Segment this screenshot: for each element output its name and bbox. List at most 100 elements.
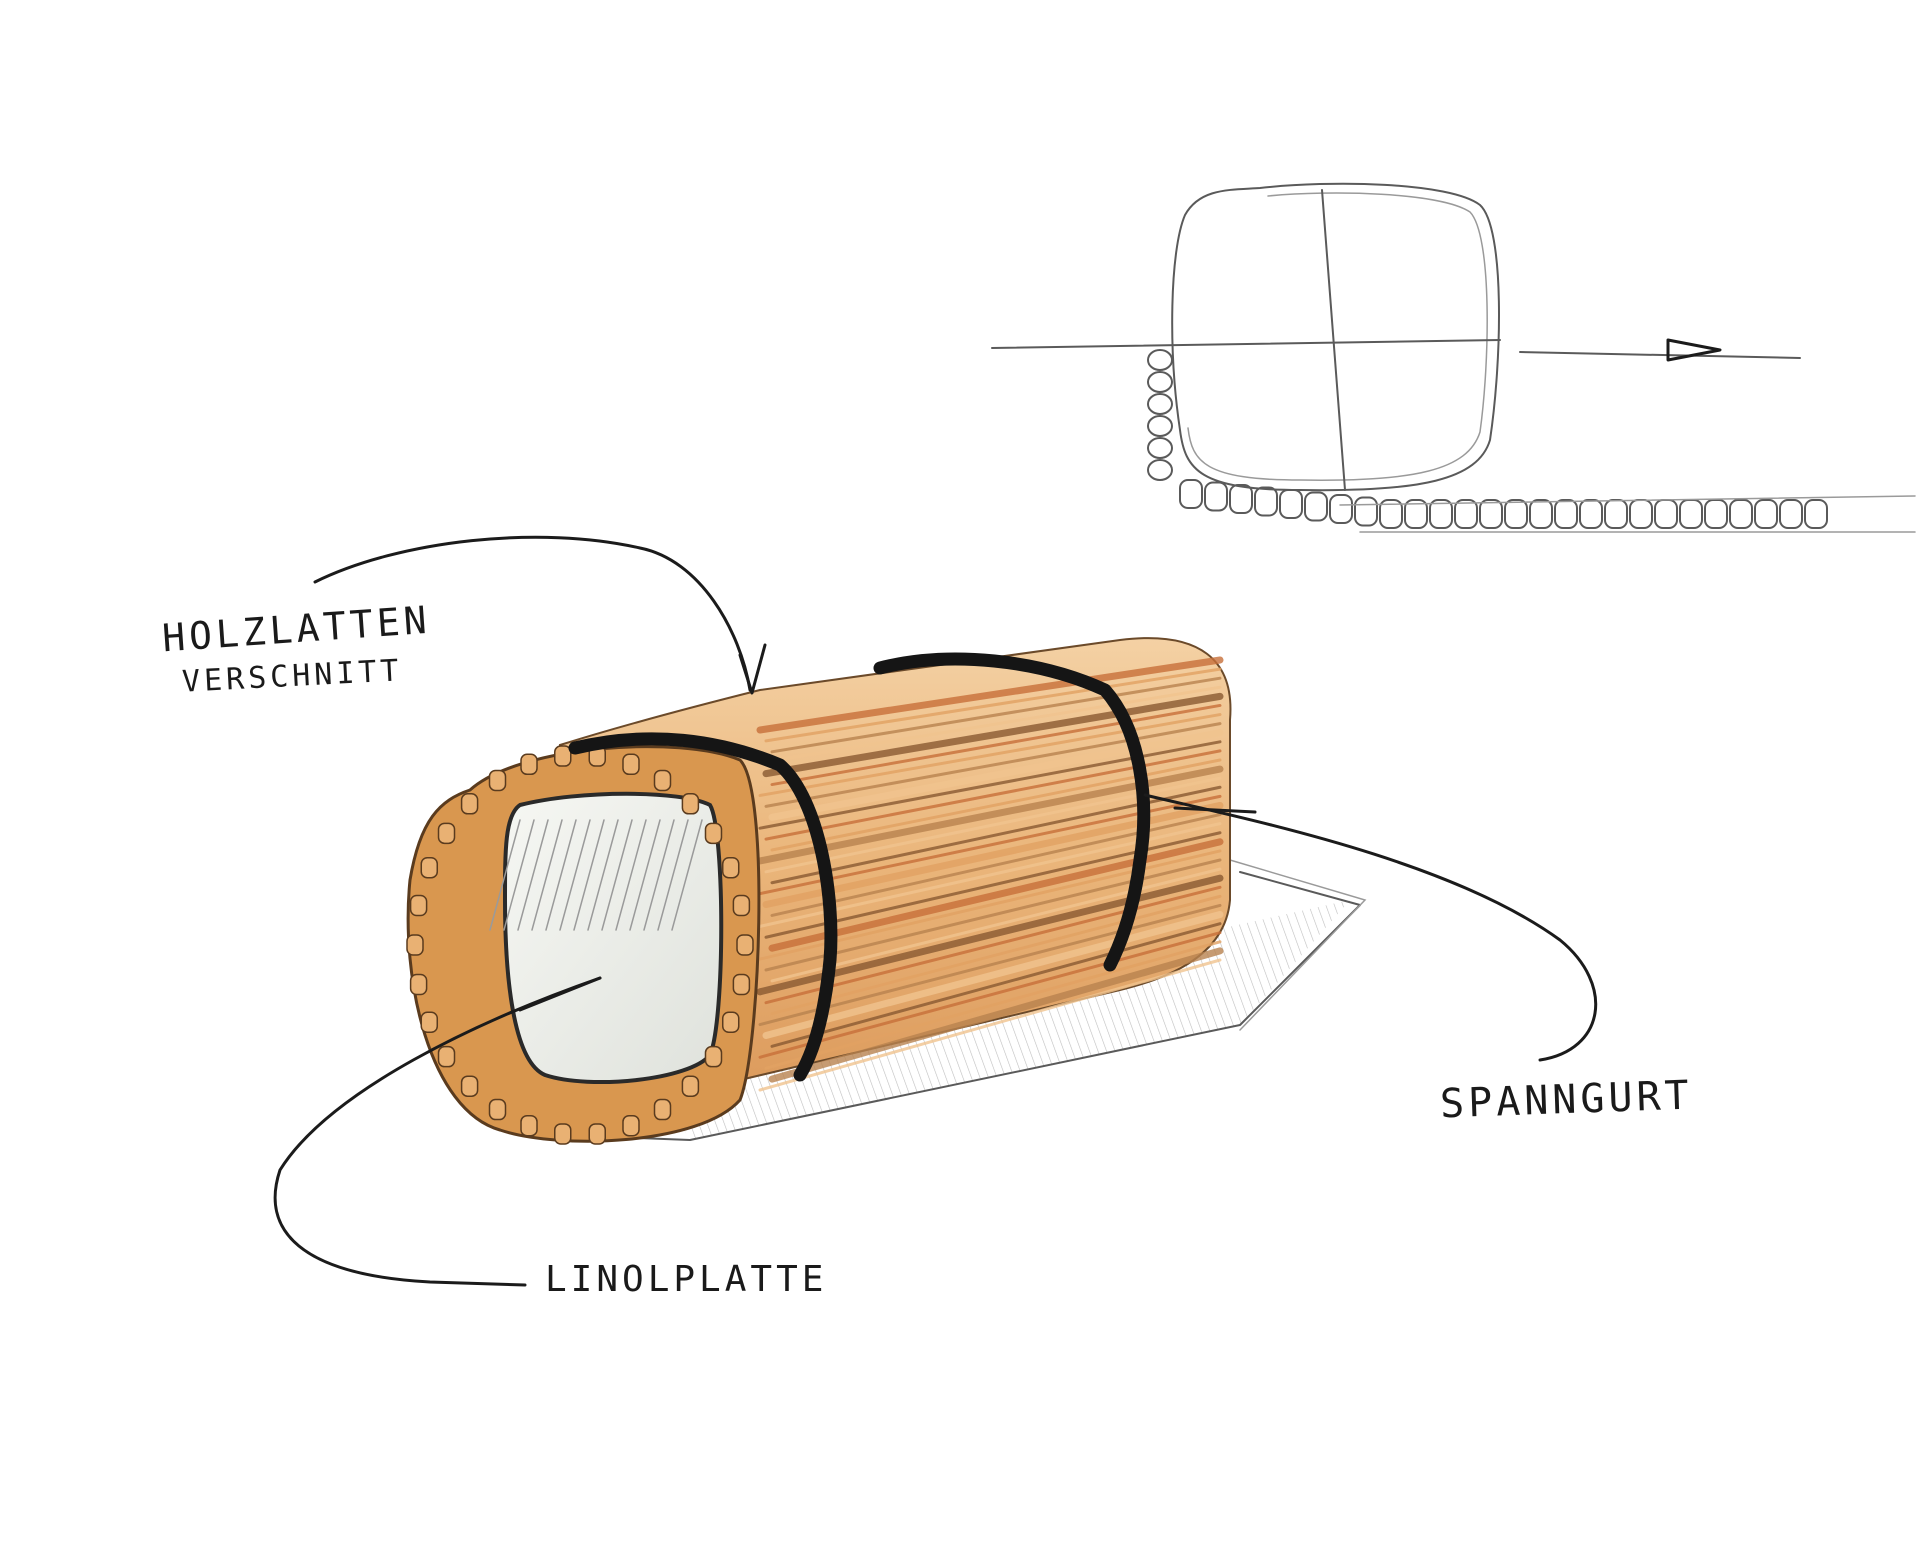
section-slat — [1479, 499, 1503, 529]
wood-slat-line — [768, 729, 1224, 821]
slat-end — [622, 753, 640, 776]
pointer-linolplatte — [273, 976, 602, 1287]
section-slat — [1729, 499, 1753, 529]
slat-end — [732, 894, 751, 917]
section-arrow-line — [1519, 351, 1801, 359]
section-slat — [1304, 491, 1328, 522]
label-linoleum-plate: LINOLPLATTE — [545, 1259, 828, 1300]
section-slat — [1254, 486, 1278, 517]
section-slat — [1579, 499, 1603, 529]
section-slat — [1704, 499, 1728, 529]
section-slat — [1604, 499, 1628, 529]
inner-shading — [489, 819, 703, 931]
section-slat — [1429, 499, 1453, 529]
wood-slat-line — [768, 947, 1224, 1083]
section-slat — [1554, 499, 1578, 529]
hatch-line — [643, 819, 675, 931]
wood-slat-line — [758, 903, 1222, 1027]
slat-end — [520, 753, 538, 776]
section-slat — [1279, 489, 1303, 519]
slat-end — [437, 1045, 456, 1068]
wood-slat-line — [758, 685, 1222, 765]
wood-slat-line — [762, 692, 1224, 778]
wood-slat-line — [764, 940, 1222, 1070]
hatch-line — [559, 819, 591, 931]
elastic-strap-front — [568, 732, 838, 1082]
wood-slat-stripes — [756, 656, 1224, 1092]
section-slat — [1679, 499, 1703, 529]
slat-end — [721, 1011, 740, 1034]
slat-end — [732, 973, 751, 996]
hatch-line — [503, 819, 535, 931]
wood-slat-line — [756, 656, 1224, 734]
hatch-line — [489, 819, 521, 931]
slat-end — [554, 1123, 572, 1145]
section-slat — [1529, 499, 1553, 529]
label-elastic-strap: SPANNGURT — [1439, 1072, 1694, 1128]
slat-end — [460, 793, 479, 815]
cross-section-sketch — [991, 182, 1916, 533]
hatch-line — [671, 819, 703, 931]
wood-slat-line — [770, 894, 1222, 1016]
section-slat — [1147, 459, 1173, 481]
slat-end — [520, 1114, 538, 1137]
slat-end — [653, 769, 672, 792]
slat-end — [653, 1098, 672, 1121]
slat-end — [588, 1123, 606, 1145]
rolled-seat-sketch — [273, 535, 1598, 1287]
wood-slat-line — [758, 713, 1222, 797]
section-slat — [1379, 499, 1403, 529]
section-slat — [1779, 499, 1803, 529]
section-slat — [1147, 349, 1173, 371]
section-slat — [1629, 499, 1653, 529]
pointer-spanngurt — [1143, 793, 1598, 1062]
rim-slat-ends — [406, 745, 754, 1145]
slat-end — [622, 1114, 640, 1137]
section-slat — [1404, 499, 1428, 529]
wood-slat-line — [770, 703, 1222, 787]
section-slat — [1147, 371, 1173, 393]
wood-slat-line — [770, 676, 1222, 754]
hatch-line — [587, 819, 619, 931]
hatch-line — [517, 819, 549, 931]
wood-slat-line — [764, 885, 1222, 1005]
hatch-line — [573, 819, 605, 931]
slat-end — [409, 894, 428, 917]
slat-end — [437, 822, 456, 845]
slat-end — [406, 934, 424, 956]
hatch-line — [657, 819, 689, 931]
wood-slat-line — [764, 722, 1222, 808]
hatch-line — [531, 819, 563, 931]
hatch-line — [545, 819, 577, 931]
slat-end — [736, 934, 754, 956]
pointer-holzlatten — [313, 535, 752, 692]
section-slat — [1147, 393, 1173, 415]
section-profile — [1171, 182, 1500, 492]
elastic-strap-back — [873, 652, 1151, 972]
wood-slat-line — [764, 667, 1222, 743]
hatch-line — [601, 819, 633, 931]
section-slat — [1229, 484, 1253, 514]
section-axis-horizontal — [991, 339, 1501, 349]
slat-end — [721, 856, 740, 879]
slat-end — [681, 793, 700, 815]
slat-end — [704, 822, 723, 845]
section-slat — [1754, 499, 1778, 529]
section-slat — [1454, 499, 1478, 529]
section-slat — [1654, 499, 1678, 529]
slat-end — [681, 1075, 700, 1097]
slat-end — [409, 973, 428, 996]
section-slat — [1147, 415, 1173, 437]
slat-end — [420, 1011, 439, 1034]
section-axis-vertical — [1321, 189, 1346, 491]
section-slat — [1179, 479, 1203, 509]
slat-end — [488, 769, 507, 792]
wood-slat-line — [770, 922, 1222, 1048]
slat-end — [460, 1075, 479, 1097]
hatch-line — [615, 819, 647, 931]
wood-slat-line — [770, 867, 1222, 983]
slat-end — [488, 1098, 507, 1121]
section-slat — [1804, 499, 1828, 529]
slat-end — [554, 745, 572, 767]
